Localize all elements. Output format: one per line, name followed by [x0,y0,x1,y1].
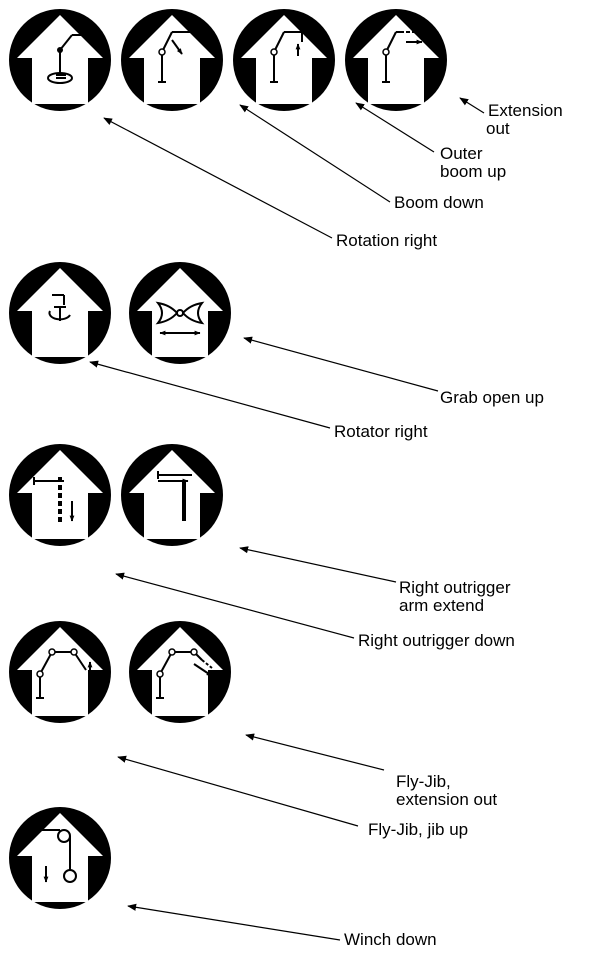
label-grab-open-up: Grab open up [440,389,544,407]
label-right-outrigger-down: Right outrigger down [358,632,515,650]
label-line: Fly-Jib, [396,772,451,791]
extension-out-symbol [345,9,447,111]
group4-leader-lines [117,733,385,827]
fly-jib-up-symbol [9,621,111,723]
label-line: out [486,119,510,138]
label-line: Fly-Jib, jib up [368,820,469,839]
group2-leader-lines [89,336,439,429]
winch-down-symbol [9,807,111,909]
grab-open-up-symbol [129,262,231,364]
outer-boom-up-symbol [233,9,335,111]
label-line: arm extend [399,596,485,615]
label-line: Outer [440,144,483,163]
label-rotation-right: Rotation right [336,232,437,250]
boom-down-symbol [121,9,223,111]
label-line: Boom down [394,193,484,212]
label-line: Rotator right [334,422,428,441]
label-outer-boom-up: Outer boom up [440,145,506,181]
label-line: Grab open up [440,388,544,407]
label-boom-down: Boom down [394,194,484,212]
label-rotator-right: Rotator right [334,423,428,441]
label-line: extension out [396,790,498,809]
label-fly-jib-extension-out: Fly-Jib, extension out [396,773,497,809]
fly-jib-extension-out-symbol [129,621,231,723]
label-line: boom up [440,162,507,181]
rotator-right-symbol [9,262,111,364]
label-line: Winch down [344,930,437,949]
label-line: Extension [488,101,563,120]
right-outrigger-down-symbol [9,444,111,546]
label-fly-jib-jib-up: Fly-Jib, jib up [368,821,468,839]
group1-leader-lines [103,97,485,239]
group5-leader-lines [127,903,341,941]
label-extension-out: Extension out [486,101,563,138]
label-right-outrigger-arm-extend: Right outrigger arm extend [399,579,511,615]
rotation-right-symbol [9,9,111,111]
group3-leader-lines [115,546,397,639]
label-line: Rotation right [336,231,438,250]
label-line: Right outrigger [399,578,511,597]
label-line: Right outrigger down [358,631,515,650]
right-outrigger-arm-extend-symbol [121,444,223,546]
label-winch-down: Winch down [344,931,437,949]
